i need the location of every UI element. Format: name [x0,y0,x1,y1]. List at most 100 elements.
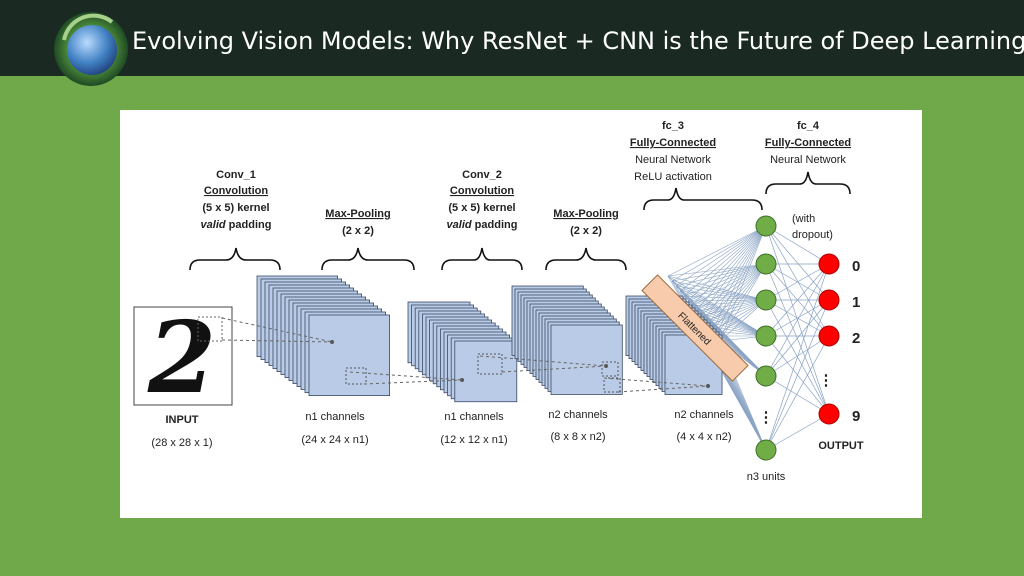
fc4-network: Neural Network [770,154,846,166]
brace-fc4 [765,171,851,195]
kernel-window [345,367,367,385]
fc3-connection [691,263,767,307]
proj-line-4a [603,377,709,387]
output-node [818,253,840,275]
conv1-type: Convolution [204,185,268,197]
input-label: INPUT [166,414,199,426]
output-class-labels: 0 1 2 ⋮ 9 [819,258,861,425]
fc3-connection [719,263,767,342]
conv1-padding-valid: valid [201,219,226,231]
fc3-connection [667,225,767,277]
fc4-connection [765,263,830,415]
hidden-node [755,215,777,237]
feature-map-front [454,340,518,403]
stage2-label: n1 channels [444,411,504,423]
fc3-network: Neural Network [635,154,711,166]
fc3-activation: ReLU activation [634,171,712,183]
fc4-connection [765,225,830,301]
network-nodes [755,215,840,461]
kernel-window [477,353,503,375]
fc4-connection [765,263,830,337]
fc3-connection [679,263,767,292]
kernel-window [603,377,621,393]
fc3-connection [695,263,767,312]
fc3-connection [707,263,767,327]
conv1-padding-word: padding [226,219,272,231]
fc3-connection [679,290,767,301]
fc3-connection [679,290,767,337]
fc3-connection [691,225,767,307]
fc3-connection [699,315,767,337]
stage4-label: n2 channels [674,409,734,421]
stage1-label: n1 channels [305,411,365,423]
stage3-stack [511,285,623,395]
fc3-connection [691,299,767,307]
input-digit: 2 [147,301,216,416]
cnn-diagram-panel: Conv_1 Convolution (5 x 5) kernel valid … [120,110,922,518]
fc3-connection [703,299,767,322]
brace-pool1 [321,247,415,271]
fc3-connection [715,225,767,337]
fc4-connection [765,335,830,451]
fc4-connection [765,299,830,377]
fc4-connection [765,263,830,451]
projection-lines [221,317,709,393]
fc4-connection [765,299,830,337]
input-image: 2 [133,301,233,416]
brace-pool2 [545,247,627,271]
fc4-connection [765,375,830,415]
hidden-units-label: n3 units [747,471,786,483]
proj-line-2a [349,371,463,381]
conv2-kernel: (5 x 5) kernel [448,202,515,214]
fc4-connection [765,413,830,451]
fc3-connection [703,320,767,337]
pool2-size: (2 x 2) [570,225,602,237]
fc3-type: Fully-Connected [630,137,716,149]
input-dims: (28 x 28 x 1) [151,437,212,449]
stage4-dims: (4 x 4 x n2) [676,431,731,443]
output-class-0: 0 [852,258,860,275]
fc4-connection [765,225,830,337]
fc3-connection [711,225,767,332]
output-node [818,289,840,311]
output-vdots: ⋮ [819,372,834,389]
fc3-connection [699,225,767,317]
dropout-line-2: dropout) [792,229,833,241]
fc4-connection [765,263,830,301]
brace-fc3 [643,187,763,211]
fc-connections [667,225,830,451]
conv1-padding: valid padding [201,219,272,231]
fc3-connection [675,285,767,301]
proj-line-1b [221,339,333,343]
output-class-2: 2 [852,330,860,347]
output-node [818,403,840,425]
hidden-node [755,325,777,347]
stage2-dims: (12 x 12 x n1) [440,434,507,446]
proj-line-3b [501,365,607,373]
conv2-padding: valid padding [447,219,518,231]
input-kernel-window [197,316,223,342]
conv2-padding-valid: valid [447,219,472,231]
cnn-architecture-diagram: Conv_1 Convolution (5 x 5) kernel valid … [133,120,864,483]
fc3-connection [687,225,767,302]
hidden-vdots: ⋮ [759,409,774,426]
feature-map-front [550,324,623,395]
hidden-node [755,365,777,387]
fc3-connection [667,275,767,337]
stage3-label: n2 channels [548,409,608,421]
pool2-title: Max-Pooling [553,208,618,220]
stage1-stack [256,275,390,396]
header-bar: Evolving Vision Models: Why ResNet + CNN… [0,0,1024,86]
fc3-connection [667,275,767,301]
kernel-window [601,361,619,377]
fc3-connection [671,280,767,337]
pool1-title: Max-Pooling [325,208,390,220]
hidden-node [755,439,777,461]
brace-conv2 [441,247,523,271]
fc4-title: fc_4 [797,120,820,132]
output-node [818,325,840,347]
conv1-title: Conv_1 [216,169,256,181]
stage2-stack [407,301,518,403]
fc3-connection [719,225,767,342]
fc3-title: fc_3 [662,120,684,132]
